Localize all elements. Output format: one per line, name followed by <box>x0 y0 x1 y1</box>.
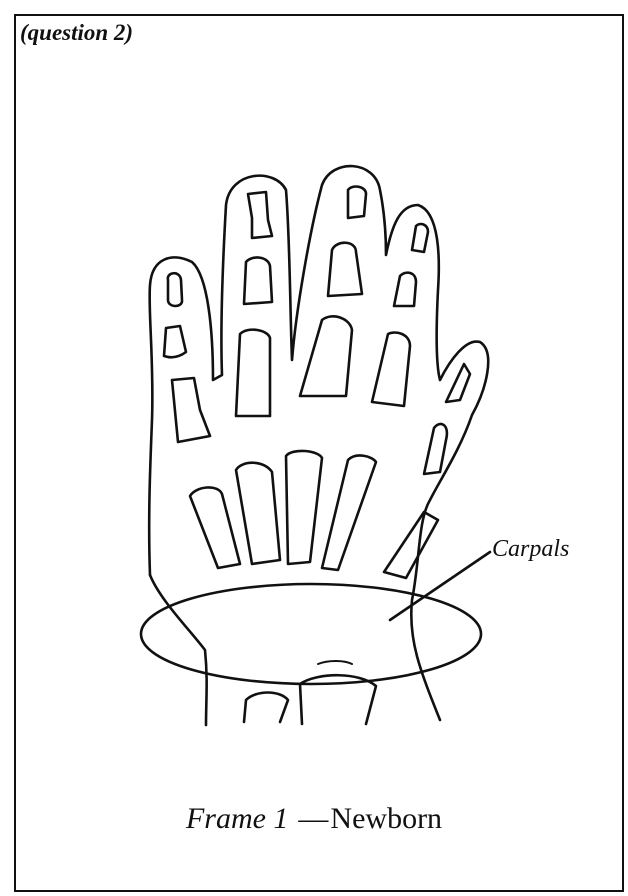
hand-outline <box>149 166 488 720</box>
index-distal-phalanx <box>412 224 428 252</box>
metacarpal-2 <box>322 456 376 570</box>
pinky-middle-phalanx <box>164 326 186 357</box>
middle-middle-phalanx <box>328 243 362 296</box>
caption-separator: — <box>298 802 328 835</box>
pinky-distal-phalanx <box>168 273 182 306</box>
middle-proximal-phalanx <box>300 316 352 396</box>
index-proximal-phalanx <box>372 333 410 407</box>
carpals-leader-line <box>390 552 490 620</box>
metacarpal-3 <box>286 451 322 564</box>
caption-subject: Newborn <box>330 802 442 835</box>
growth-line <box>318 661 352 664</box>
ulna-top <box>244 693 288 723</box>
caption-frame-label: Frame 1 <box>186 802 288 835</box>
thumb-distal-phalanx <box>446 364 470 402</box>
pinky-proximal-phalanx <box>172 378 210 442</box>
ring-proximal-phalanx <box>236 330 270 416</box>
metacarpal-1 <box>384 512 438 578</box>
metacarpal-5 <box>190 487 240 568</box>
index-middle-phalanx <box>394 273 416 306</box>
metacarpal-4 <box>236 463 280 564</box>
ring-distal-phalanx <box>248 192 272 238</box>
figure-caption: Frame 1 —Newborn <box>0 802 628 836</box>
carpals-callout-label: Carpals <box>492 536 569 563</box>
ring-middle-phalanx <box>244 257 272 304</box>
thumb-proximal-phalanx <box>424 424 447 474</box>
middle-distal-phalanx <box>348 187 366 218</box>
